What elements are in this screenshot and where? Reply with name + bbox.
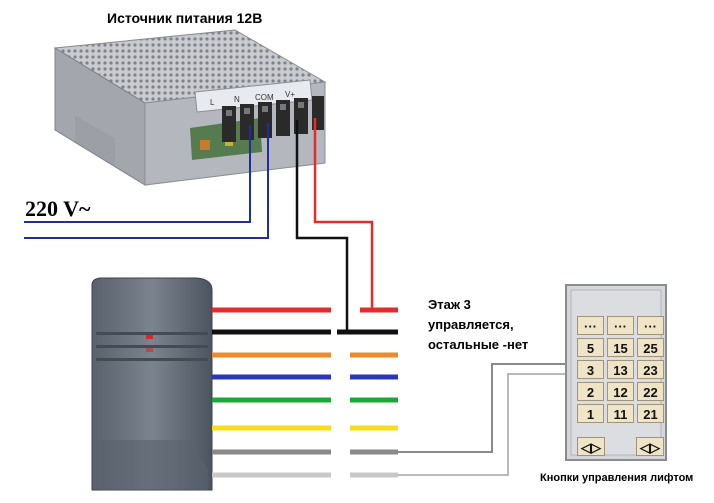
reader-wires <box>212 307 331 478</box>
terminal-label: N <box>234 95 240 104</box>
mains-wire-l <box>24 125 251 223</box>
relay-wire-lightgray <box>398 373 577 476</box>
spare-button[interactable]: ··· <box>577 316 604 335</box>
floor-button[interactable]: 21 <box>637 404 664 423</box>
floor-button-3[interactable]: 3 <box>577 360 604 379</box>
power-supply-unit: L N COM V+ <box>53 29 327 186</box>
terminal-label: COM <box>255 93 274 102</box>
spare-button[interactable]: ··· <box>637 316 664 335</box>
floor-button[interactable]: 12 <box>607 382 634 401</box>
floor-button[interactable]: 25 <box>637 338 664 357</box>
reader-wires-right <box>337 307 398 478</box>
floor-button[interactable]: 13 <box>607 360 634 379</box>
relay-wire-gray <box>398 363 577 453</box>
note-line: управляется, <box>428 317 514 332</box>
terminal-label: V+ <box>285 90 295 99</box>
mains-voltage-label: 220 V~ <box>25 196 91 221</box>
door-open-button[interactable]: ◁▷ <box>577 437 605 456</box>
floor-button[interactable]: 5 <box>577 338 604 357</box>
mains-wire-n <box>24 123 269 239</box>
floor-button[interactable]: 11 <box>607 404 634 423</box>
wire-com-black <box>295 120 349 330</box>
panel-caption: Кнопки управления лифтом <box>540 472 694 484</box>
floor-button[interactable]: 2 <box>577 382 604 401</box>
floor-button[interactable]: 1 <box>577 404 604 423</box>
door-close-button[interactable]: ◁▷ <box>636 437 664 456</box>
rfid-reader <box>91 277 213 491</box>
floor-button[interactable]: 23 <box>637 360 664 379</box>
note-line: Этаж 3 <box>428 297 471 312</box>
mains-wires <box>24 123 269 239</box>
terminal-labels: L N COM V+ <box>210 90 295 107</box>
psu-output-wires <box>295 118 374 330</box>
diagram-title: Источник питания 12В <box>107 10 263 26</box>
terminal-label: L <box>210 98 215 107</box>
wire-vplus-red <box>313 118 374 310</box>
spare-button[interactable]: ··· <box>607 316 634 335</box>
floor-button[interactable]: 15 <box>607 338 634 357</box>
floor-button[interactable]: 22 <box>637 382 664 401</box>
note-line: остальные -нет <box>428 337 529 352</box>
relay-wires <box>398 363 577 476</box>
